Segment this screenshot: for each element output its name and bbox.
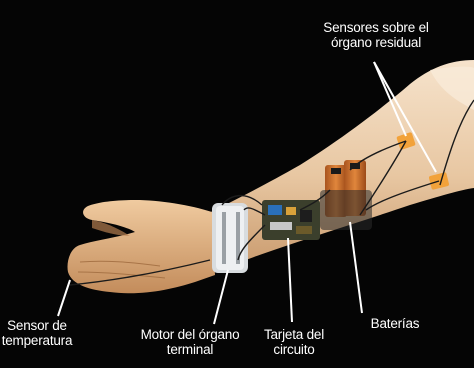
label-sensores: Sensores sobre el órgano residual (286, 20, 466, 50)
prosthetic-hand (68, 200, 216, 293)
label-tarjeta: Tarjeta del circuito (254, 327, 334, 357)
label-sensor-temperatura: Sensor de temperatura (0, 318, 92, 348)
label-baterias: Baterías (350, 316, 440, 331)
batteries (320, 160, 372, 230)
circuit-board (262, 200, 320, 240)
label-motor: Motor del órgano terminal (128, 327, 252, 357)
motor-band (212, 203, 248, 273)
